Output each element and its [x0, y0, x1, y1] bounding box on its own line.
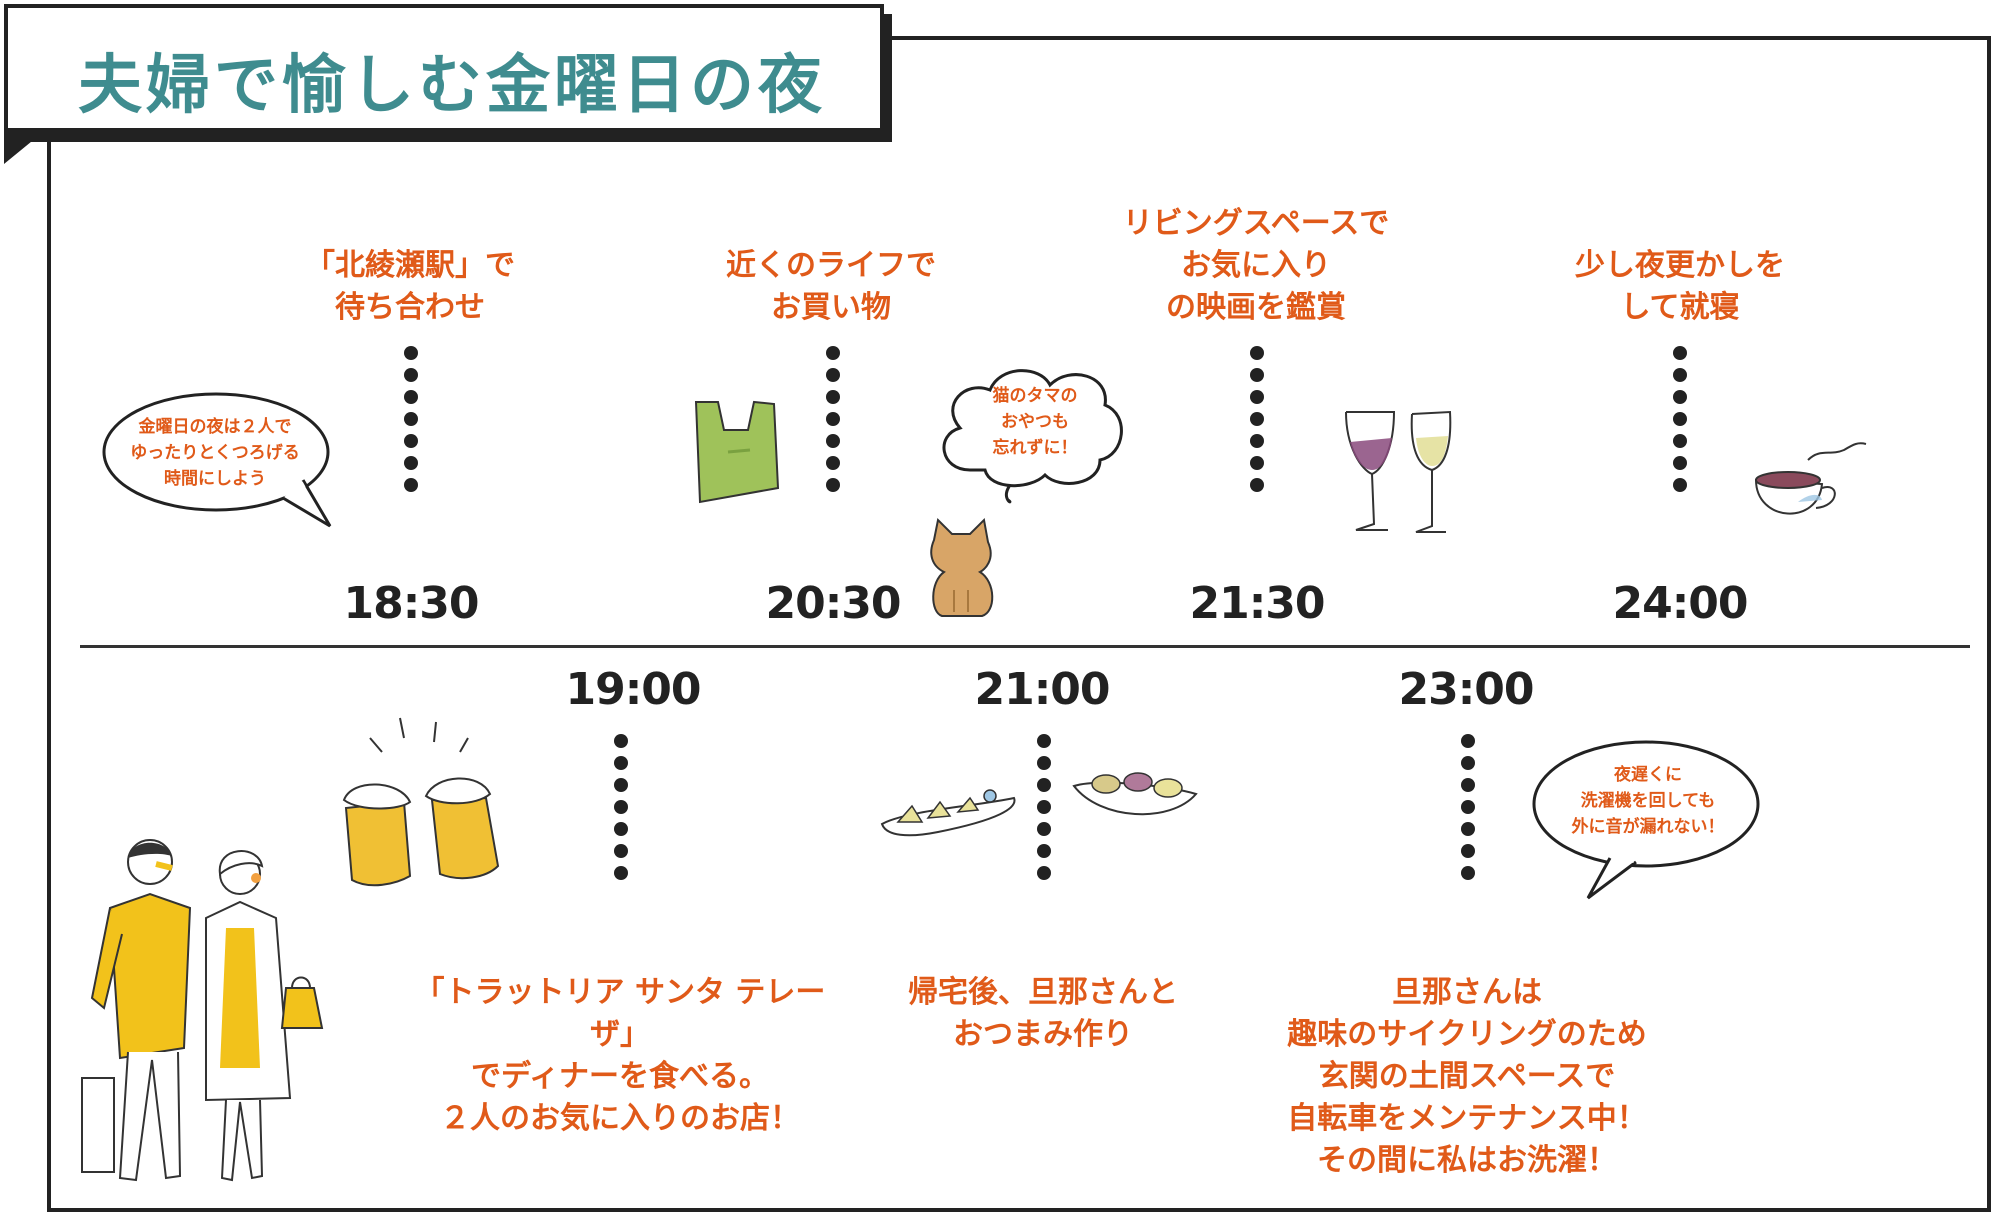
- event-2030-text: 近くのライフで お買い物: [726, 248, 936, 325]
- wine-glasses-icon: [1345, 410, 1452, 533]
- bubble-yoru-text: 夜遅くに 洗濯機を回しても 外に音が漏れない！: [1571, 765, 1725, 837]
- time-2400: 24:00: [1612, 578, 1748, 629]
- time-1830: 18:30: [343, 578, 479, 629]
- dots-2100: [1037, 734, 1051, 888]
- event-2400-text: 少し夜更かしを して就寝: [1575, 248, 1785, 325]
- time-2300: 23:00: [1398, 664, 1534, 715]
- dots-1900: [614, 734, 628, 888]
- speech-bubble-yoru: [1532, 740, 1760, 900]
- page-title: 夫婦で愉しむ金曜日の夜: [78, 49, 826, 123]
- event-2300-text: 旦那さんは 趣味のサイクリングのため 玄関の土間スペースで 自転車をメンテナンス…: [1287, 975, 1647, 1178]
- dots-1830: [404, 346, 418, 500]
- timeline-frame: [47, 36, 1991, 1212]
- dots-2300: [1461, 734, 1475, 888]
- event-1830-text: 「北綾瀬駅」で 待ち合わせ: [305, 248, 515, 325]
- time-2030: 20:30: [765, 578, 901, 629]
- time-2100: 21:00: [974, 664, 1110, 715]
- speech-bubble-kinyoubi: [102, 392, 332, 528]
- dots-2400: [1673, 346, 1687, 500]
- snack-plate-icon: [880, 789, 1016, 837]
- dots-2030: [826, 346, 840, 500]
- time-1900: 19:00: [565, 664, 701, 715]
- speech-bubble-neko: [942, 369, 1123, 504]
- cat-icon: [930, 517, 994, 617]
- event-2100-text: 帰宅後、旦那さんと おつまみ作り: [908, 975, 1178, 1052]
- timeline-divider: [80, 645, 1970, 648]
- event-1900-text: 「トラットリア サンタ テレーザ」 でディナーを食べる。 ２人のお気に入りのお店…: [414, 975, 826, 1136]
- bubble-kinyoubi-text: 金曜日の夜は２人で ゆったりとくつろげる 時間にしよう: [130, 417, 300, 489]
- teacup-icon: [1754, 442, 1867, 515]
- bubble-neko-text: 猫のタマの おやつも 忘れずに！: [992, 386, 1078, 458]
- title-box: 夫婦で愉しむ金曜日の夜: [4, 4, 884, 132]
- snack-bowl-icon: [1072, 772, 1198, 816]
- bag-icon: [694, 400, 780, 504]
- beer-toast-icon: [342, 717, 500, 887]
- event-2130-text: リビングスペースで お気に入り の映画を鑑賞: [1122, 206, 1390, 325]
- title-tail: [4, 128, 48, 164]
- dots-2130: [1250, 346, 1264, 500]
- couple-illustration: [81, 839, 324, 1182]
- time-2130: 21:30: [1189, 578, 1325, 629]
